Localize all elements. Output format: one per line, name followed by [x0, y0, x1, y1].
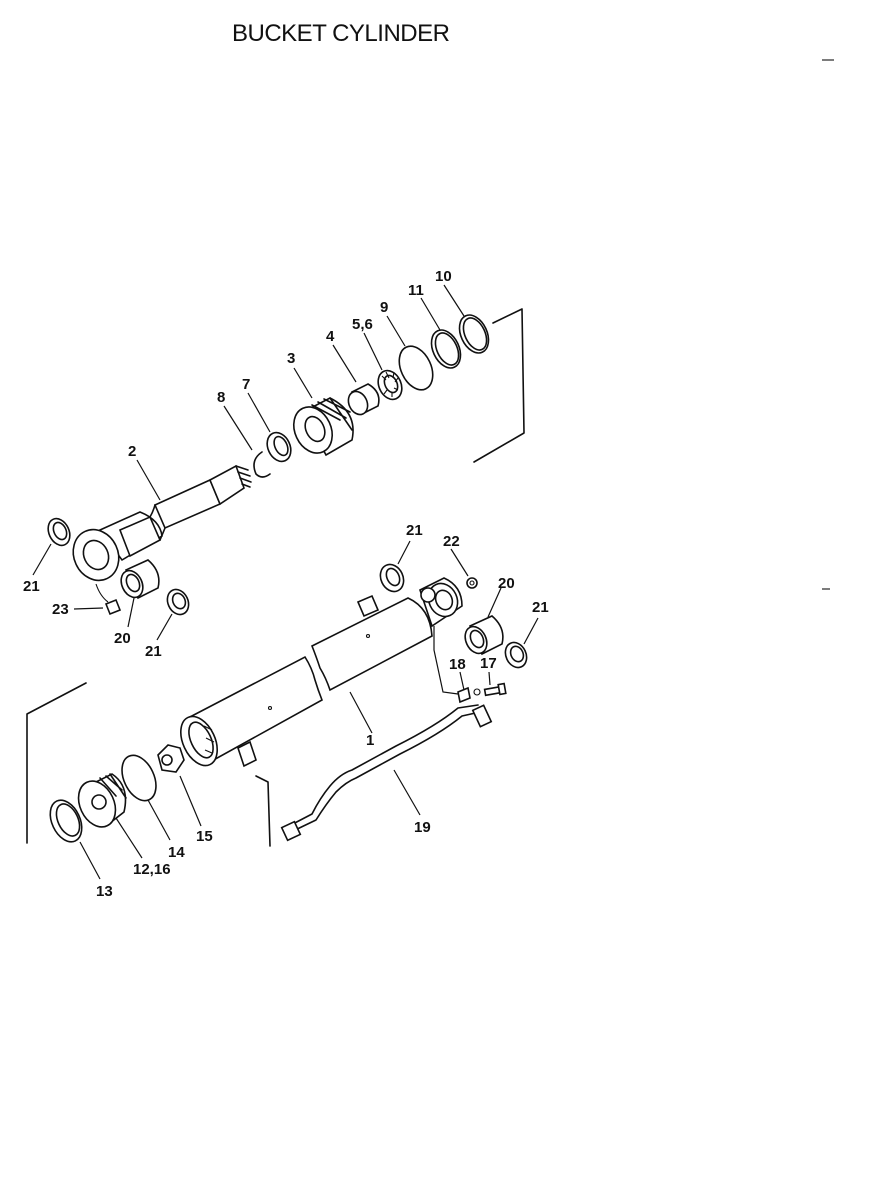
part-labels: 1 2 3 4 5,6 7 8 9 10 11 12,16 13 14 15 1… [23, 268, 549, 900]
label-part-21-left: 21 [23, 578, 40, 595]
label-part-10: 10 [435, 268, 452, 285]
label-part-23: 23 [52, 601, 69, 618]
bushing-4 [347, 383, 380, 416]
label-part-20-left: 20 [114, 630, 131, 647]
label-part-2: 2 [128, 443, 136, 460]
label-part-21-lower: 21 [145, 643, 162, 660]
o-ring-9 [398, 345, 434, 391]
dust-seal-21-upper [379, 563, 405, 593]
label-part-18: 18 [449, 656, 466, 673]
nut-15 [157, 744, 185, 773]
label-part-8: 8 [217, 389, 225, 406]
ring-7 [266, 431, 292, 463]
group-bracket-lower [26, 682, 87, 844]
piston-rod-assembly [47, 308, 525, 616]
cylinder-tube [180, 577, 463, 768]
dust-seal-21-left [47, 517, 71, 547]
label-part-5-6: 5,6 [352, 316, 373, 333]
bushing-20-left [120, 559, 160, 600]
leader-lines [32, 284, 539, 880]
grease-nipple-22 [466, 577, 478, 589]
hydraulic-pipe-19 [280, 704, 493, 842]
bushing-20-right [464, 615, 504, 656]
dust-seal-21-right [504, 641, 528, 669]
label-part-19: 19 [414, 819, 431, 836]
label-part-3: 3 [287, 350, 295, 367]
label-part-14: 14 [168, 844, 185, 861]
pipe-bracket [255, 775, 271, 847]
label-part-13: 13 [96, 883, 113, 900]
label-part-22: 22 [443, 533, 460, 550]
label-part-21-upper: 21 [406, 522, 423, 539]
label-part-7: 7 [242, 376, 250, 393]
grease-nipple-23 [95, 583, 122, 616]
group-bracket-upper [473, 308, 525, 463]
diagram-title: BUCKET CYLINDER [232, 20, 450, 47]
label-part-11: 11 [408, 282, 424, 299]
label-part-12-16: 12,16 [133, 861, 171, 878]
label-part-4: 4 [326, 328, 335, 345]
cylinder-tube-assembly [26, 563, 528, 847]
retaining-ring [253, 451, 271, 478]
rod-shaft [118, 464, 252, 558]
cylinder-head [292, 397, 354, 457]
o-ring-14 [121, 754, 157, 802]
ring-11 [430, 329, 462, 369]
label-part-20-right: 20 [498, 575, 515, 592]
ring-10 [458, 314, 490, 354]
piston-12-16 [77, 773, 127, 828]
label-part-9: 9 [380, 299, 388, 316]
label-part-21-right: 21 [532, 599, 549, 616]
dust-seal-21-left-lower [166, 588, 190, 616]
wear-ring-13 [49, 799, 83, 843]
label-part-15: 15 [196, 828, 213, 845]
label-part-17: 17 [480, 655, 497, 672]
clamp-18 [457, 686, 481, 704]
seal-5-6 [377, 369, 403, 401]
bolt-17 [483, 682, 507, 697]
label-part-1: 1 [366, 732, 374, 749]
